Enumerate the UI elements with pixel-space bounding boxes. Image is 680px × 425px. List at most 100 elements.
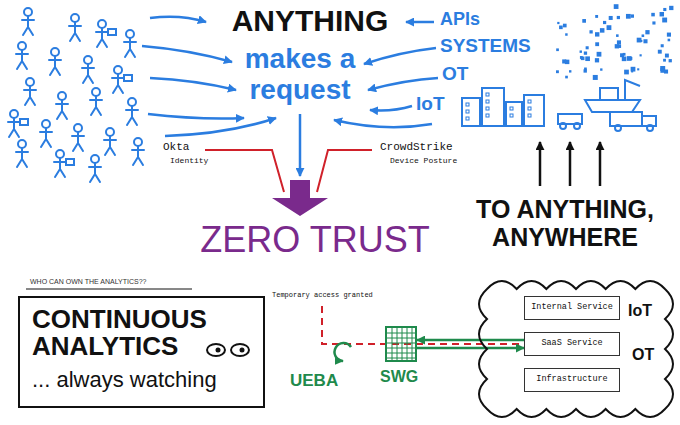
cloud-region: Internal ServiceSaaS ServiceInfrastructu… [478, 280, 674, 418]
label-text: CrowdStrike [380, 141, 480, 153]
up-arrow [599, 142, 602, 186]
figure-head [98, 20, 106, 28]
device-dot [586, 46, 589, 49]
device-dot [668, 39, 671, 42]
label-text: SYSTEMS [440, 36, 550, 57]
figure-head [18, 42, 26, 50]
device-dot [584, 51, 587, 54]
request-arrow [299, 114, 302, 176]
figure-body [69, 22, 81, 41]
device-dot [617, 40, 621, 44]
request-arrow [150, 78, 236, 90]
device-dot [589, 30, 592, 33]
device-dot [616, 34, 619, 37]
up-arrow [569, 142, 572, 186]
figure-head [71, 14, 79, 22]
analytics-box: CONTINUOUS ANALYTICS... always watching [18, 296, 265, 408]
node-text: Internal Service [531, 303, 613, 313]
boat-hull [585, 100, 640, 112]
window [510, 107, 513, 110]
iot-illustration [462, 80, 656, 131]
figure-head [91, 155, 99, 163]
laptop-icon [124, 75, 132, 81]
device-dot [652, 21, 655, 24]
stick-figure [112, 66, 132, 93]
window [466, 110, 469, 113]
laptop-icon [20, 119, 28, 125]
truck-trailer [610, 112, 642, 126]
request-arrow [150, 17, 206, 22]
device-dot [640, 40, 642, 42]
device-dot [597, 52, 602, 57]
wheel [615, 125, 621, 131]
label-text: ANYTHING [210, 4, 410, 37]
stick-figure [56, 92, 68, 119]
device-dot [569, 70, 571, 72]
stick-figure [104, 128, 116, 155]
figure-head [42, 120, 50, 128]
window [466, 117, 469, 120]
figure-head [26, 78, 34, 86]
grid-line [387, 343, 415, 344]
device-dot [667, 33, 671, 37]
service-box: Infrastructure [524, 368, 620, 392]
device-dot [580, 56, 583, 59]
request-arrow [406, 21, 434, 24]
device-dot [582, 19, 586, 23]
stick-figure [69, 14, 81, 41]
zero-trust-arrow [272, 180, 328, 216]
wheel [647, 125, 653, 131]
device-dot [584, 68, 587, 71]
figure-head [56, 150, 64, 158]
device-dot [565, 60, 569, 64]
eye [231, 344, 249, 356]
figure-body [112, 74, 124, 93]
boat-crane [625, 80, 640, 100]
device-dot [626, 14, 631, 19]
request-arrow [142, 46, 232, 62]
stick-figure [24, 78, 36, 105]
device-dot [645, 30, 649, 34]
pupil [216, 348, 221, 353]
eyes-icon [204, 340, 252, 360]
stick-figure [49, 48, 61, 75]
device-dot [600, 28, 605, 33]
label-text: WHO CAN OWN THE ANALYTICS?? [30, 278, 230, 286]
figure-body [96, 28, 108, 47]
device-dot [637, 38, 642, 43]
figure-head [114, 66, 122, 74]
stick-figure [126, 98, 138, 125]
stick-figure [96, 20, 116, 47]
device-dot [565, 33, 567, 35]
node-text: ... always watching [32, 367, 251, 392]
node-text: SWG [380, 368, 418, 386]
grid-line [387, 358, 415, 359]
device-dot [585, 56, 590, 61]
figure-body [124, 38, 136, 57]
figure-head [134, 138, 142, 146]
stick-figure [16, 140, 28, 167]
label-text: UEBA [290, 372, 350, 391]
device-dot [662, 18, 667, 23]
wheel [574, 123, 580, 129]
cloud-shape [479, 281, 673, 417]
device-dot [600, 68, 602, 70]
request-arrow [165, 118, 276, 136]
figure-body [22, 16, 34, 35]
eye [207, 344, 225, 356]
wheel [560, 123, 566, 129]
stick-figure [82, 56, 94, 83]
device-dot [580, 50, 582, 52]
device-dot [595, 15, 598, 18]
label-text: OT [442, 64, 482, 85]
window [528, 100, 531, 103]
figure-body [104, 136, 116, 155]
figure-body [90, 96, 102, 115]
stick-figure [90, 88, 102, 115]
stick-figure [132, 138, 144, 165]
flow-arrow [417, 339, 524, 342]
boat-cabin [600, 88, 618, 100]
figure-head [92, 88, 100, 96]
device-dot [623, 53, 626, 56]
device-dot [595, 42, 599, 46]
